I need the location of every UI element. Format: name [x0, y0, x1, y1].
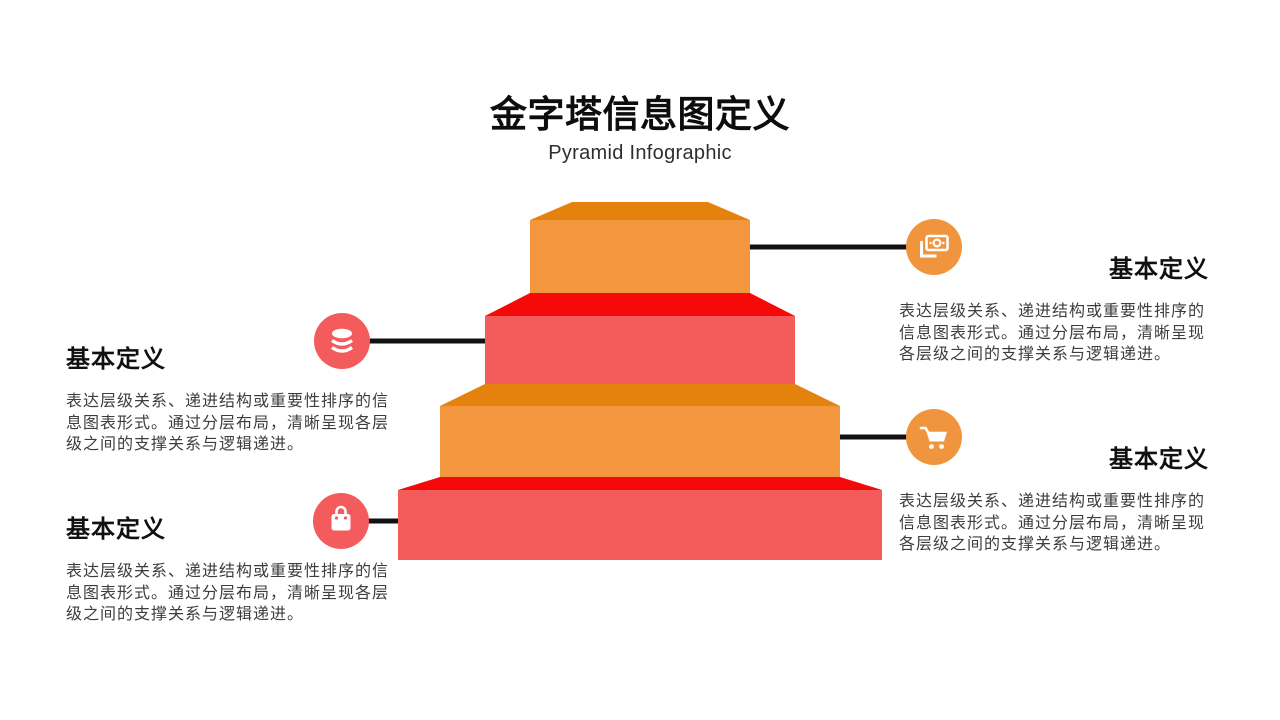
shopping-bag-icon [331, 505, 351, 531]
icon-badge-right-top [906, 219, 962, 275]
pyramid-level-3-top-face [440, 384, 840, 406]
icon-badge-circle [906, 219, 962, 275]
icon-badge-right-middle [906, 409, 962, 465]
pyramid-level-2-top-face [485, 293, 795, 316]
callout-heading: 基本定义 [1109, 446, 1209, 473]
callout-left-middle: 基本定义 表达层级关系、递进结构或重要性排序的信息图表形式。通过分层布局，清晰呈… [66, 346, 396, 456]
callout-right-middle: 基本定义 表达层级关系、递进结构或重要性排序的信息图表形式。通过分层布局，清晰呈… [899, 446, 1209, 556]
page-title: 金字塔信息图定义 [490, 94, 790, 135]
icon-badge-left-bottom [313, 493, 369, 549]
pyramid-level-4-front-face [398, 490, 882, 560]
database-icon [331, 328, 353, 353]
callout-body: 表达层级关系、递进结构或重要性排序的信息图表形式。通过分层布局，清晰呈现各层级之… [899, 303, 1206, 363]
callout-heading: 基本定义 [1109, 256, 1209, 283]
pyramid-level-1-top-face [530, 202, 750, 220]
cart-icon [919, 426, 947, 449]
pyramid-level-1-front-face [530, 220, 750, 293]
callout-heading: 基本定义 [66, 346, 166, 373]
page-subtitle: Pyramid Infographic [548, 142, 732, 164]
callout-body: 表达层级关系、递进结构或重要性排序的信息图表形式。通过分层布局，清晰呈现各层级之… [899, 493, 1206, 553]
pyramid-level-3-front-face [440, 406, 840, 477]
callout-left-bottom: 基本定义 表达层级关系、递进结构或重要性排序的信息图表形式。通过分层布局，清晰呈… [66, 516, 396, 626]
icon-badge-circle [314, 313, 370, 369]
callout-right-top: 基本定义 表达层级关系、递进结构或重要性排序的信息图表形式。通过分层布局，清晰呈… [899, 256, 1209, 366]
pyramid-level-4-top-face [398, 477, 882, 490]
icon-badge-left-middle [314, 313, 370, 369]
callout-heading: 基本定义 [66, 516, 166, 543]
pyramid-level-2-front-face [485, 316, 795, 384]
callout-body: 表达层级关系、递进结构或重要性排序的信息图表形式。通过分层布局，清晰呈现各层级之… [66, 563, 390, 623]
money-icon [920, 234, 949, 258]
callout-body: 表达层级关系、递进结构或重要性排序的信息图表形式。通过分层布局，清晰呈现各层级之… [66, 393, 390, 453]
